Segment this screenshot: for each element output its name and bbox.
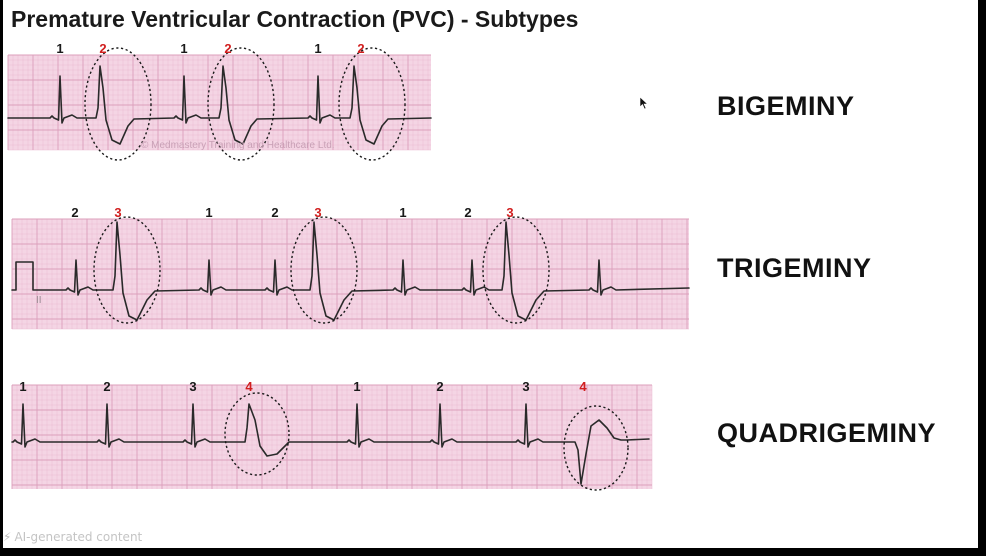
beat-number: 2 bbox=[464, 205, 471, 220]
beat-number: 2 bbox=[271, 205, 278, 220]
ecg-trace-quadrigeminy bbox=[11, 403, 650, 485]
beat-number: 1 bbox=[353, 379, 360, 394]
beat-number: 1 bbox=[19, 379, 26, 394]
ecg-grid-quadrigeminy bbox=[11, 384, 653, 489]
grid-major-lines bbox=[11, 384, 652, 489]
pvc-circle bbox=[290, 216, 358, 324]
ai-notice-text: AI-generated content bbox=[14, 530, 143, 544]
beat-number: 1 bbox=[399, 205, 406, 220]
beat-number: 3 bbox=[189, 379, 196, 394]
beat-number: 2 bbox=[357, 41, 364, 56]
pvc-circle bbox=[207, 47, 275, 161]
pvc-circle bbox=[482, 216, 550, 324]
beat-number: 2 bbox=[99, 41, 106, 56]
pvc-circle bbox=[84, 47, 152, 161]
ai-notice: ⚡AI-generated content bbox=[3, 530, 142, 544]
pvc-circle bbox=[338, 47, 406, 161]
beat-number: 2 bbox=[224, 41, 231, 56]
ecg-trace-bigeminy bbox=[7, 65, 432, 145]
beat-number: 4 bbox=[579, 379, 587, 394]
ecg-trace-trigeminy bbox=[11, 221, 690, 321]
grid-minor-lines bbox=[12, 385, 653, 489]
label-quadrigeminy: QUADRIGEMINY bbox=[717, 418, 937, 448]
beat-number: 4 bbox=[245, 379, 253, 394]
beat-number: 1 bbox=[56, 41, 63, 56]
page-title: Premature Ventricular Contraction (PVC) … bbox=[11, 6, 579, 32]
pvc-circle bbox=[224, 392, 290, 476]
label-trigeminy: TRIGEMINY bbox=[717, 253, 872, 283]
ecg-grid-bigeminy bbox=[7, 54, 431, 151]
beat-number: 1 bbox=[205, 205, 212, 220]
beat-number: 1 bbox=[180, 41, 187, 56]
pvc-circle bbox=[563, 405, 629, 491]
beat-number: 3 bbox=[522, 379, 529, 394]
grid-background bbox=[8, 55, 431, 150]
beat-number: 3 bbox=[114, 205, 121, 220]
slide-panel: Premature Ventricular Contraction (PVC) … bbox=[3, 0, 978, 548]
lead-label: II bbox=[36, 295, 42, 306]
beat-number: 2 bbox=[103, 379, 110, 394]
grid-minor-lines bbox=[12, 219, 689, 330]
ecg-strips: 1 2 1 2 1 2 © Medmastery Training and Healthca… bbox=[7, 41, 690, 491]
beat-number: 3 bbox=[314, 205, 321, 220]
ecg-grid-trigeminy bbox=[11, 218, 689, 330]
label-bigeminy: BIGEMINY bbox=[717, 91, 855, 121]
beat-number: 2 bbox=[436, 379, 443, 394]
beat-number: 2 bbox=[71, 205, 78, 220]
grid-minor-lines bbox=[8, 55, 431, 151]
pvc-circle bbox=[93, 216, 161, 324]
beat-number: 3 bbox=[506, 205, 513, 220]
mouse-cursor-icon bbox=[639, 96, 649, 110]
grid-major-lines bbox=[11, 218, 689, 329]
bolt-icon: ⚡ bbox=[3, 530, 12, 544]
beat-number: 1 bbox=[314, 41, 321, 56]
watermark-text: © Medmastery Training and Healthcare Ltd… bbox=[141, 140, 335, 151]
